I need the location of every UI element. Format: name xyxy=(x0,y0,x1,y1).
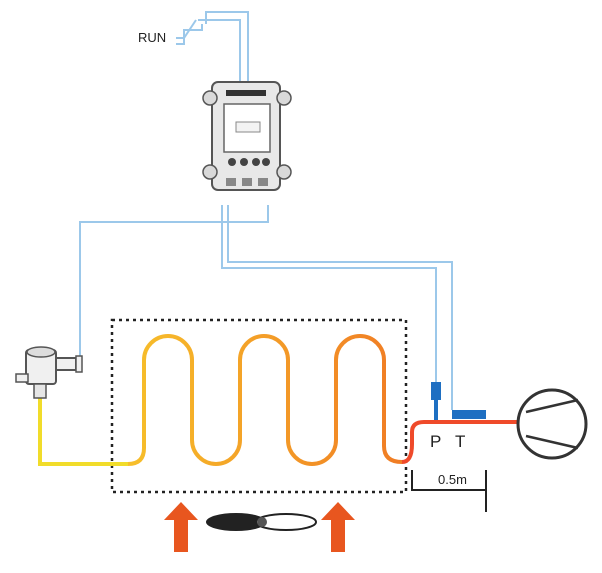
distance-marker: 0.5m xyxy=(411,470,487,512)
run-label: RUN xyxy=(138,30,166,45)
controller-button xyxy=(228,158,236,166)
fan-icon xyxy=(206,513,317,531)
pressure-label: P xyxy=(430,432,441,451)
evaporator-coil xyxy=(127,334,403,466)
liquid-line xyxy=(38,398,128,466)
controller-button xyxy=(240,158,248,166)
distance-label: 0.5m xyxy=(438,472,467,487)
controller-button xyxy=(262,158,270,166)
valve-signal-wire xyxy=(79,205,269,362)
run-switch: RUN xyxy=(138,11,249,82)
compressor-icon xyxy=(516,388,588,460)
airflow-arrow-icon xyxy=(164,502,198,552)
expansion-valve-icon xyxy=(15,346,83,399)
controller-unit xyxy=(202,81,292,191)
temperature-sensor xyxy=(452,410,486,419)
temperature-label: T xyxy=(455,432,465,451)
controller-brand-plate xyxy=(226,90,266,96)
airflow-arrow-icon xyxy=(321,502,355,552)
signal-wiring xyxy=(79,205,453,410)
temperature-signal-wire xyxy=(227,205,453,410)
pressure-signal-wire xyxy=(221,205,437,382)
suction-line xyxy=(401,420,520,464)
controller-button xyxy=(252,158,260,166)
run-return-wire xyxy=(176,11,249,82)
evaporator-box xyxy=(110,318,408,494)
pressure-sensor xyxy=(431,382,441,420)
